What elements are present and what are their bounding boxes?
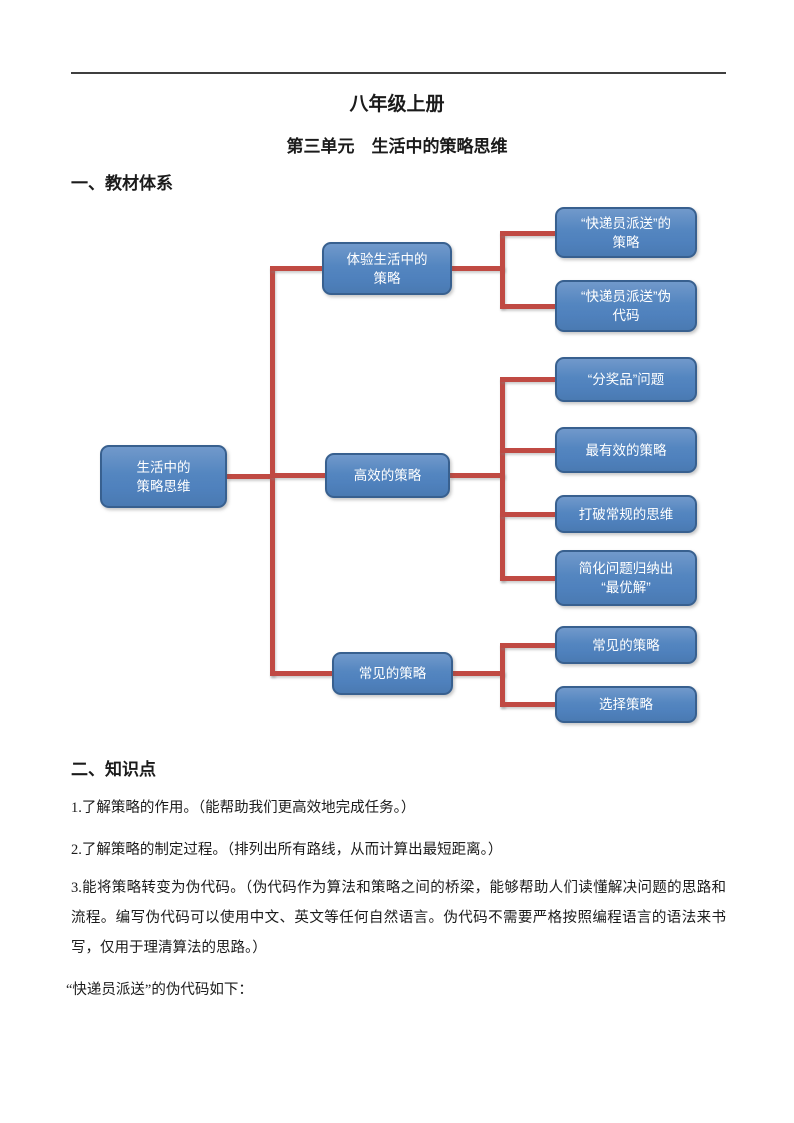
connector-subtrunk2	[500, 377, 505, 581]
connector-trunk-branch3	[270, 671, 332, 676]
node-leaf-choose-strategy: 选择策略	[555, 686, 697, 723]
node-leaf-courier-pseudocode: “快递员派送”伪 代码	[555, 280, 697, 332]
connector-branch2-subtrunk	[450, 473, 505, 478]
connector-main-trunk	[270, 266, 275, 676]
node-leaf-simplify-optimal-solution: 简化问题归纳出 “最优解”	[555, 550, 697, 606]
header-rule	[71, 72, 726, 74]
node-leaf-unconventional-thinking: 打破常规的思维	[555, 495, 697, 533]
section-heading-knowledge-points: 二、知识点	[71, 760, 156, 779]
node-root: 生活中的 策略思维	[100, 445, 227, 508]
node-leaf-most-effective-strategy: 最有效的策略	[555, 427, 697, 473]
unit-title: 第三单元 生活中的策略思维	[286, 137, 508, 156]
section-heading-textbook-system: 一、教材体系	[71, 174, 173, 193]
connector-leaf3a	[500, 643, 555, 648]
connector-subtrunk3	[500, 643, 505, 707]
mindmap-diagram: 生活中的 策略思维 体验生活中的 策略 高效的策略 常见的策略 “快递员派送”的…	[0, 200, 794, 740]
connector-branch3-subtrunk	[453, 671, 505, 676]
connector-subtrunk1	[500, 231, 505, 308]
connector-trunk-branch1	[270, 266, 322, 271]
node-branch-common-strategy: 常见的策略	[332, 652, 453, 695]
node-branch-experience-strategy: 体验生活中的 策略	[322, 242, 452, 295]
connector-leaf2b	[500, 448, 555, 453]
node-branch-efficient-strategy: 高效的策略	[325, 453, 450, 498]
node-leaf-courier-strategy: “快递员派送”的 策略	[555, 207, 697, 258]
connector-trunk-branch2	[270, 473, 325, 478]
connector-leaf3b	[500, 702, 555, 707]
connector-leaf2d	[500, 576, 555, 581]
connector-root-trunk	[227, 474, 272, 479]
connector-branch1-subtrunk	[452, 266, 505, 271]
node-leaf-common-strategies: 常见的策略	[555, 626, 697, 664]
node-leaf-prize-problem: “分奖品”问题	[555, 357, 697, 402]
knowledge-point-1: 1.了解策略的作用。（能帮助我们更高效地完成任务。）	[71, 800, 416, 816]
connector-leaf2a	[500, 377, 555, 382]
connector-leaf2c	[500, 512, 555, 517]
closing-line: “快递员派送”的伪代码如下：	[66, 982, 253, 998]
knowledge-point-3: 3.能将策略转变为伪代码。（伪代码作为算法和策略之间的桥梁，能够帮助人们读懂解决…	[71, 880, 726, 956]
connector-leaf1a	[500, 231, 555, 236]
connector-leaf1b	[500, 304, 555, 309]
document-title: 八年级上册	[349, 94, 445, 115]
knowledge-point-2: 2.了解策略的制定过程。（排列出所有路线，从而计算出最短距离。）	[71, 842, 503, 858]
